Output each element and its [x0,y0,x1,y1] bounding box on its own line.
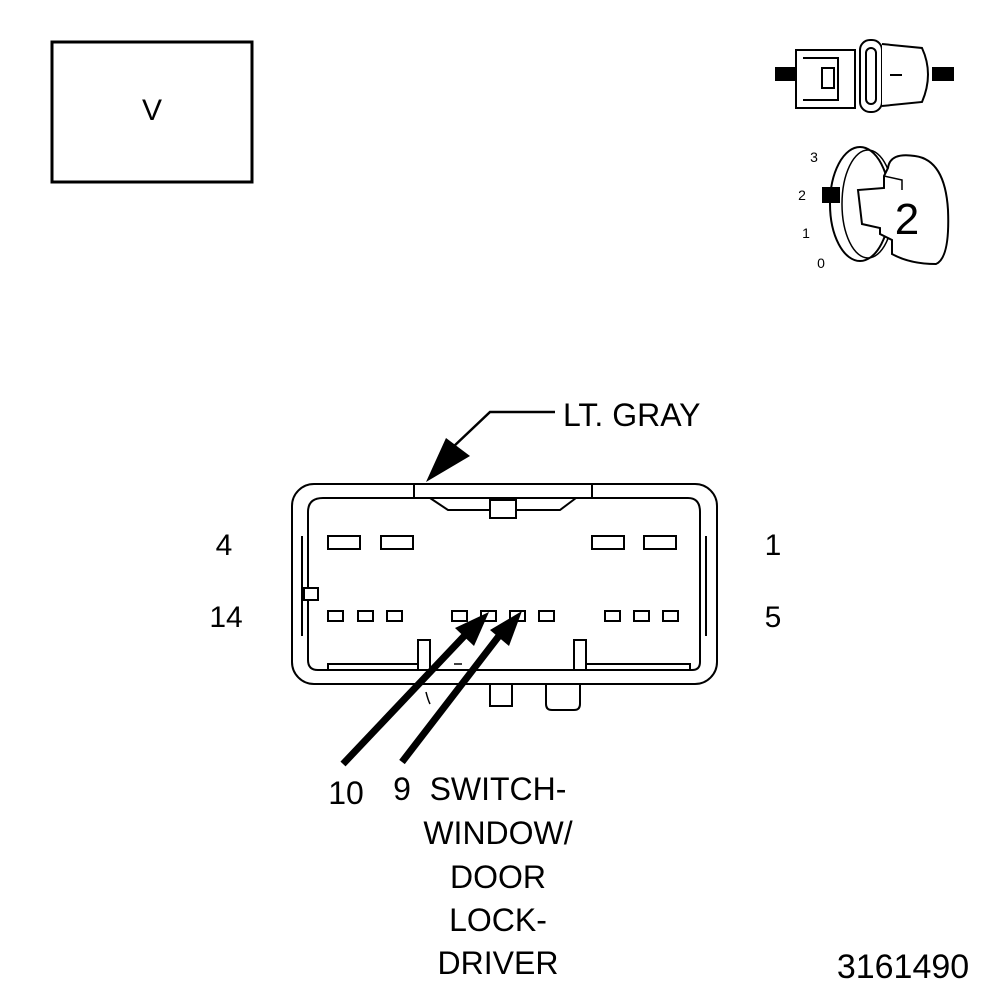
pin-label-top-left: 4 [216,529,233,562]
terminal-cavity [604,610,621,622]
terminal-cavity [591,535,625,550]
terminal-cavity [643,535,677,550]
component-line-1: SWITCH- [430,771,567,807]
terminal-cavity [327,535,361,550]
probe-pin-label-9: 9 [393,771,411,807]
terminal-cavity [386,610,403,622]
component-line-4: LOCK- [449,902,547,938]
key-pos-1: 1 [802,225,810,241]
key-pos-2: 2 [798,187,806,203]
terminal-cavities [327,535,679,622]
pin-label-bottom-right: 5 [765,601,782,634]
probe-arrow-pin-9 [399,611,522,765]
meter-mode-box: V [50,40,254,184]
key-position-icon: 3 2 1 0 2 [798,146,950,271]
probe-pin-label-10: 10 [328,775,364,811]
terminal-cavity [662,610,679,622]
figure-id: 3161490 [837,948,969,986]
key-pos-3: 3 [810,149,818,165]
key-position-marker [822,187,840,203]
key-pos-0: 0 [817,255,825,271]
key-position-selected: 2 [895,195,919,244]
component-line-3: DOOR [450,859,546,895]
pin-label-bottom-left: 14 [209,601,242,634]
terminal-cavity [357,610,374,622]
meter-mode-label: V [142,94,162,127]
terminal-cavity [538,610,555,622]
probe-arrow-pin-10 [340,612,489,767]
terminal-cavity [633,610,650,622]
terminal-cavity [451,610,468,622]
connector-color-callout: LT. GRAY [426,397,701,482]
connector-color-label: LT. GRAY [563,397,701,433]
component-line-5: DRIVER [438,945,559,981]
connector-icon [775,39,954,113]
component-line-2: WINDOW/ [423,815,572,851]
connector-body [291,483,718,711]
terminal-cavity [380,535,414,550]
component-description: SWITCH- WINDOW/ DOOR LOCK- DRIVER [423,771,572,981]
terminal-cavity [327,610,344,622]
pin-label-top-right: 1 [765,529,782,562]
